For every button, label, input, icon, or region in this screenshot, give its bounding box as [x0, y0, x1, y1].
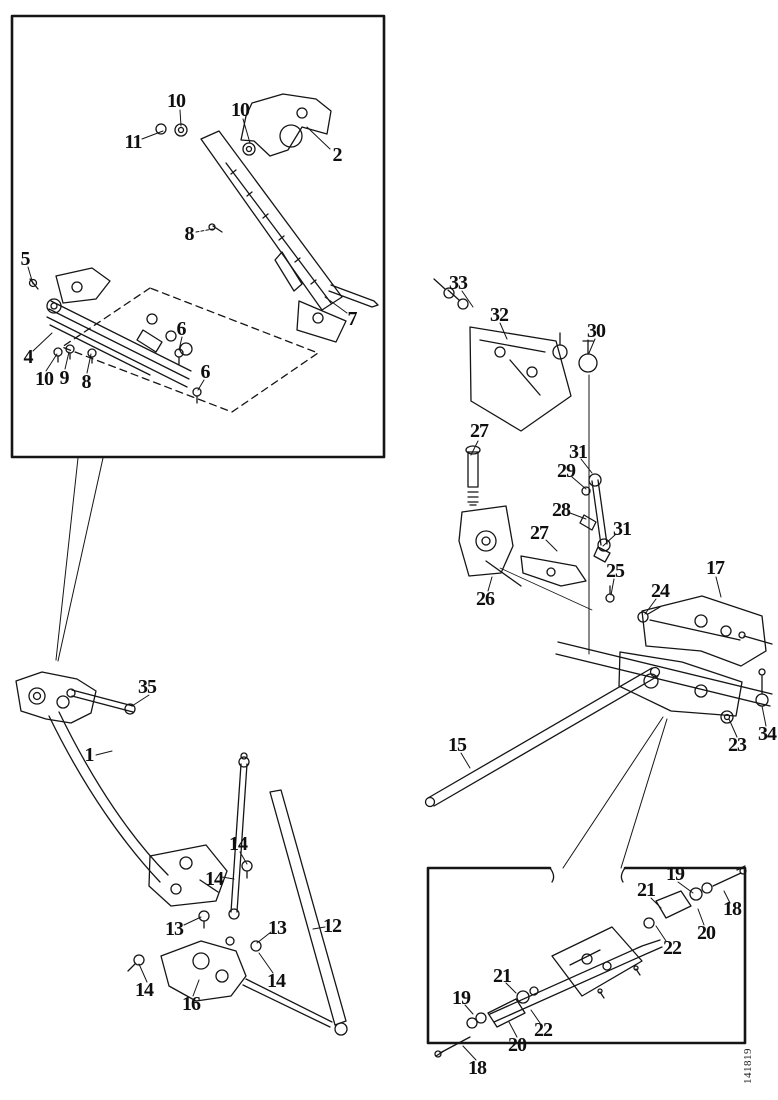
callout-4: 4 [23, 346, 34, 368]
callout-6: 6 [176, 318, 187, 340]
callout-31: 31 [569, 441, 588, 463]
callout-17: 17 [706, 557, 725, 579]
callout-20: 20 [697, 922, 716, 944]
callout-16: 16 [182, 993, 201, 1015]
callout-13: 13 [165, 918, 184, 940]
callout-29: 29 [557, 460, 576, 482]
callout-10: 10 [167, 90, 186, 112]
callout-10: 10 [35, 368, 54, 390]
callout-9: 9 [59, 367, 70, 389]
callout-23: 23 [728, 734, 747, 756]
inset-box-bottom-right [426, 866, 747, 1045]
callout-14: 14 [135, 979, 154, 1001]
callout-14: 14 [205, 868, 224, 890]
callout-8: 8 [81, 371, 92, 393]
leader-lines [27, 109, 767, 1061]
callout-21: 21 [493, 965, 512, 987]
callout-27: 27 [470, 420, 489, 442]
callout-6: 6 [200, 361, 211, 383]
callout-5: 5 [20, 248, 31, 270]
callout-13: 13 [268, 917, 287, 939]
callout-11: 11 [124, 131, 143, 153]
callout-27: 27 [530, 522, 549, 544]
callout-1: 1 [84, 744, 95, 766]
callout-22: 22 [534, 1019, 553, 1041]
callout-24: 24 [651, 580, 670, 602]
callout-31: 31 [613, 518, 632, 540]
callout-18: 18 [723, 898, 742, 920]
figure-id-text: 141819 [742, 1048, 754, 1084]
inset-bottom-right-artwork [434, 865, 747, 1058]
callout-18: 18 [468, 1057, 487, 1079]
callout-32: 32 [490, 304, 509, 326]
main-artwork [15, 278, 773, 1036]
callout-7: 7 [347, 308, 358, 330]
callout-19: 19 [452, 987, 471, 1009]
callout-34: 34 [758, 723, 777, 745]
callout-8: 8 [184, 223, 195, 245]
callout-14: 14 [229, 833, 248, 855]
callout-25: 25 [606, 560, 625, 582]
callout-10: 10 [231, 99, 250, 121]
callout-20: 20 [508, 1034, 527, 1056]
callout-35: 35 [138, 676, 157, 698]
callout-22: 22 [663, 937, 682, 959]
inset-top-left-artwork [28, 93, 379, 413]
callout-19: 19 [666, 863, 685, 885]
callout-14: 14 [267, 970, 286, 992]
callout-28: 28 [552, 499, 571, 521]
callout-30: 30 [587, 320, 606, 342]
callout-33: 33 [449, 272, 468, 294]
callout-2: 2 [332, 144, 343, 166]
inset-box-top-left [10, 14, 386, 459]
callout-26: 26 [476, 588, 495, 610]
callout-15: 15 [448, 734, 467, 756]
callout-12: 12 [323, 915, 342, 937]
callout-21: 21 [637, 879, 656, 901]
